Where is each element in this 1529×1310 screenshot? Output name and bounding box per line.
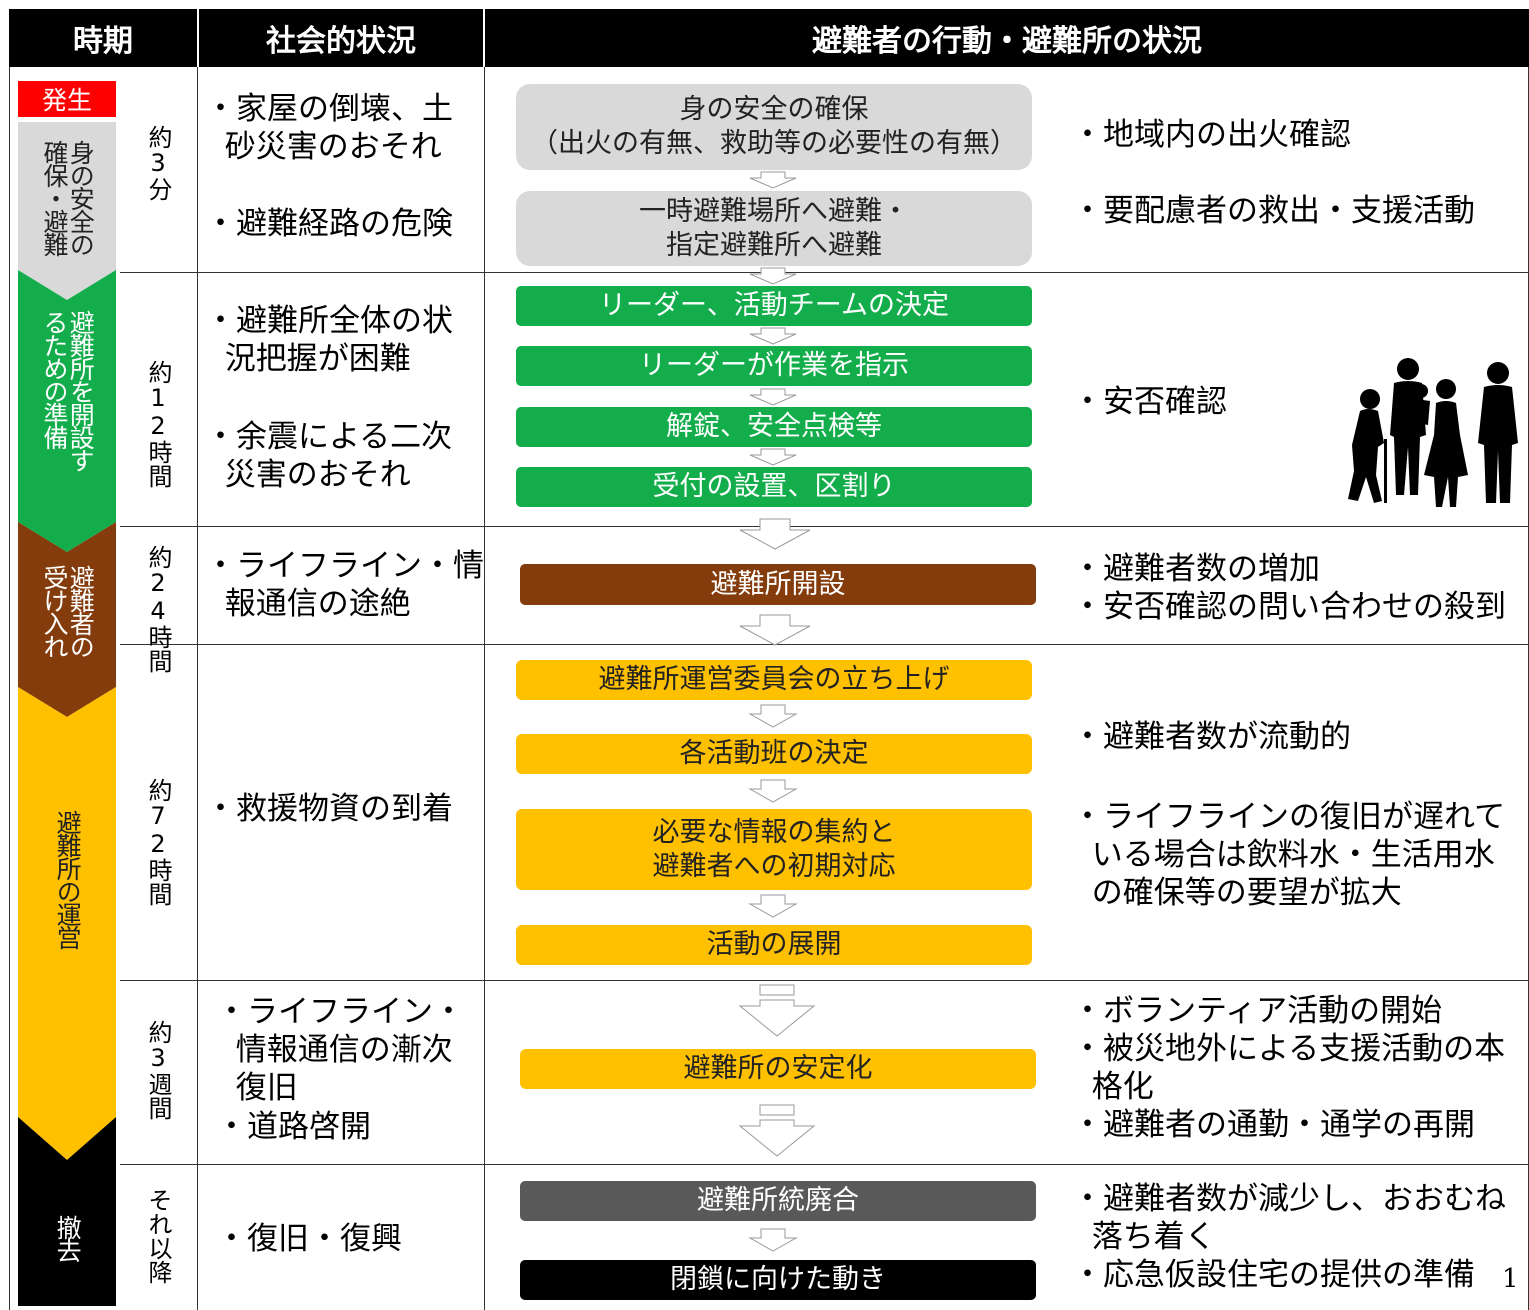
step-evacuate: 一時避難場所へ避難・ 指定避難所へ避難 bbox=[516, 191, 1032, 266]
step-ensure-safety: 身の安全の確保 （出火の有無、救助等の必要性の有無） bbox=[516, 84, 1032, 170]
grid-line bbox=[484, 67, 485, 1310]
social-text: ・ライフライン・ 情報通信の漸次 復旧 bbox=[216, 994, 464, 1106]
phase-operate-label: 避難所の運営 bbox=[53, 810, 83, 948]
note-text: ・ライフラインの復旧が遅れて いる場合は飲料水・生活用水 の確保等の要望が拡大 bbox=[1072, 799, 1506, 911]
step-committee: 避難所運営委員会の立ち上げ bbox=[516, 660, 1032, 700]
occurrence-badge: 発生 bbox=[18, 81, 116, 117]
row-divider bbox=[120, 644, 1529, 645]
phase-safety-label: 身の安全の確保・避難 bbox=[40, 140, 96, 255]
down-arrow bbox=[748, 704, 798, 728]
step-teams: 各活動班の決定 bbox=[516, 734, 1032, 774]
period-label: それ以降 bbox=[144, 1188, 172, 1284]
phase-safety-arrow bbox=[18, 122, 116, 300]
social-text: ・復旧・復興 bbox=[216, 1221, 402, 1257]
row-divider bbox=[120, 272, 1529, 273]
step-reception: 受付の設置、区割り bbox=[516, 467, 1032, 507]
step-consolidate: 避難所統廃合 bbox=[520, 1181, 1036, 1221]
down-arrow bbox=[749, 327, 797, 345]
grid-line bbox=[9, 67, 10, 1310]
note-text: ・避難者数の増加 ・安否確認の問い合わせの殺到 bbox=[1072, 551, 1506, 625]
note-text: ・ボランティア活動の開始 ・被災地外による支援活動の本 格化 ・避難者の通勤・通… bbox=[1072, 993, 1506, 1143]
phase-prepare-label: 避難所を開設するための準備 bbox=[40, 310, 96, 471]
social-text: ・ライフライン・情 報通信の途絶 bbox=[205, 548, 484, 622]
down-arrow bbox=[738, 1104, 816, 1157]
social-text: ・救援物資の到着 bbox=[205, 791, 453, 827]
people-silhouette-icon bbox=[1348, 358, 1518, 507]
down-arrow bbox=[739, 518, 811, 550]
period-label: 約72時間 bbox=[144, 778, 172, 906]
step-unlock-inspect: 解錠、安全点検等 bbox=[516, 407, 1032, 447]
down-arrow bbox=[738, 984, 816, 1037]
step-open-shelter: 避難所開設 bbox=[520, 564, 1036, 605]
page-number: 1 bbox=[1502, 1264, 1519, 1294]
social-text: ・余震による二次 災害のおそれ bbox=[205, 419, 453, 493]
header-actions: 避難者の行動・避難所の状況 bbox=[485, 9, 1529, 67]
down-arrow bbox=[748, 894, 798, 918]
step-leader-instructs: リーダーが作業を指示 bbox=[516, 346, 1032, 386]
step-leader-decision: リーダー、活動チームの決定 bbox=[516, 286, 1032, 326]
period-label: 約3分 bbox=[144, 125, 172, 201]
row-divider bbox=[120, 980, 1529, 981]
header-social: 社会的状況 bbox=[199, 9, 483, 67]
occurrence-label: 発生 bbox=[41, 86, 92, 115]
phase-operate-arrow bbox=[18, 687, 116, 1160]
phase-arrows bbox=[18, 122, 116, 1306]
step-activities: 活動の展開 bbox=[516, 925, 1032, 965]
note-text: ・安否確認 bbox=[1072, 384, 1227, 420]
period-label: 約24時間 bbox=[144, 545, 172, 673]
note-text: ・避難者数が流動的 bbox=[1072, 719, 1351, 755]
step-stabilize: 避難所の安定化 bbox=[520, 1049, 1036, 1089]
down-arrow bbox=[748, 1228, 798, 1252]
period-label: 約12時間 bbox=[144, 360, 172, 488]
period-label: 約3週間 bbox=[144, 1020, 172, 1120]
phase-accept-label: 避難者の受け入れ bbox=[40, 565, 96, 657]
down-arrow bbox=[739, 614, 811, 646]
row-divider bbox=[120, 526, 1529, 527]
phase-accept-arrow bbox=[18, 522, 116, 717]
note-text: ・地域内の出火確認 bbox=[1072, 117, 1351, 153]
down-arrow bbox=[749, 267, 797, 285]
grid-line bbox=[197, 67, 198, 1310]
note-text: ・避難者数が減少し、おおむね 落ち着く ・応急仮設住宅の提供の準備 bbox=[1072, 1181, 1506, 1293]
down-arrow bbox=[749, 171, 797, 189]
phase-withdraw-label: 撤去 bbox=[53, 1215, 83, 1261]
step-closure: 閉鎖に向けた動き bbox=[520, 1260, 1036, 1300]
social-text: ・避難経路の危険 bbox=[205, 206, 453, 242]
down-arrow bbox=[748, 779, 798, 803]
row-divider bbox=[120, 1164, 1529, 1165]
step-initial-response: 必要な情報の集約と 避難者への初期対応 bbox=[516, 809, 1032, 890]
note-text: ・要配慮者の救出・支援活動 bbox=[1072, 193, 1475, 229]
social-text: ・家屋の倒壊、土 砂災害のおそれ bbox=[205, 91, 453, 165]
phase-withdraw-arrow bbox=[18, 1117, 116, 1306]
down-arrow bbox=[749, 448, 797, 466]
social-text: ・道路啓開 bbox=[216, 1109, 371, 1145]
header-period: 時期 bbox=[9, 9, 197, 67]
phase-prepare-arrow bbox=[18, 270, 116, 552]
down-arrow bbox=[749, 388, 797, 406]
social-text: ・避難所全体の状 況把握が困難 bbox=[205, 303, 453, 377]
